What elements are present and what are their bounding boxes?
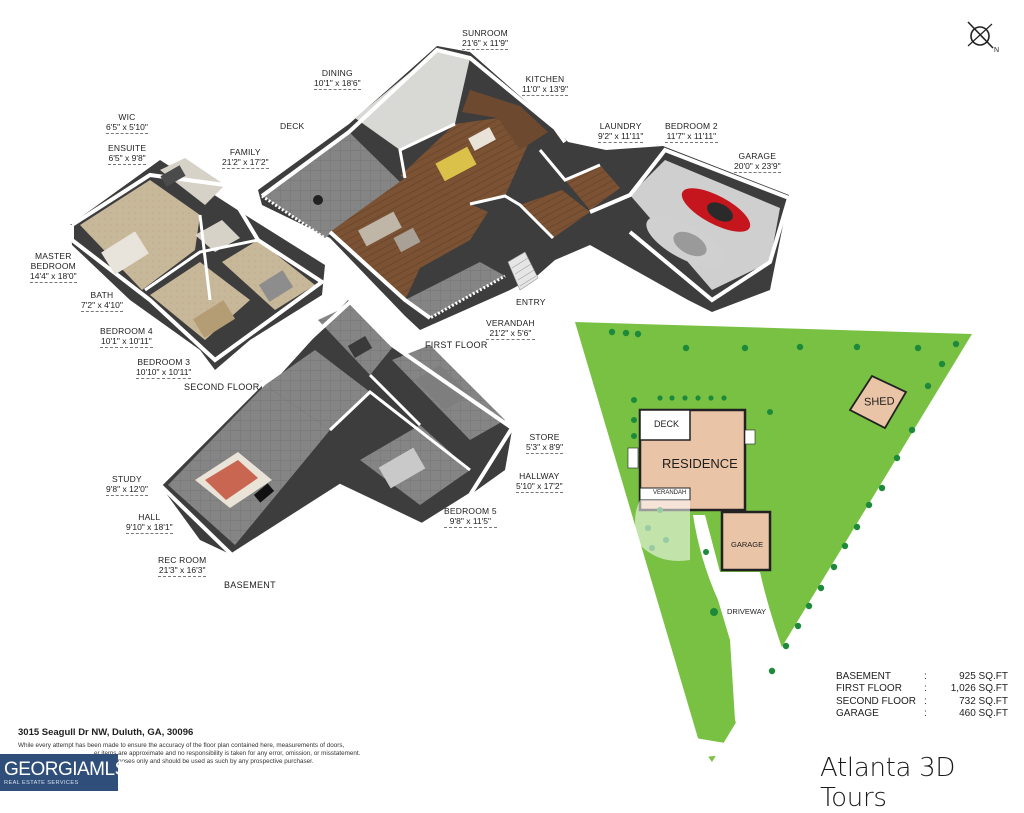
sqft-row: BASEMENT : 925 SQ.FT [836,671,1008,682]
garage-floor [630,160,780,290]
laundry-floor [565,165,620,210]
disclaimer-line: While every attempt has been made to ens… [18,742,345,749]
deck-floor [262,132,400,238]
entry-stairs [507,251,539,291]
silver-car [646,216,726,268]
deck-table [313,195,323,205]
master-bedroom-floor [80,180,200,290]
red-car [681,188,751,232]
bedroom3-bed [258,270,294,302]
tv-unit [253,483,275,503]
sqft-row: SECOND FLOOR : 732 SQ.FT [836,695,1008,707]
compass-icon [967,21,994,49]
first-floor-plan [258,46,792,330]
second-floor-plan [70,158,326,370]
site-label-driveway: DRIVEWAY [727,607,767,616]
site-label-shed: SHED [863,395,895,409]
sectional-sofa [195,452,272,508]
site-garage [720,510,772,572]
brand-name: Atlanta 3D Tours [820,753,956,813]
square-footage-table: BASEMENT : 925 SQ.FT FIRST FLOOR : 1,026… [836,671,1008,721]
kitchen-island [468,127,496,151]
master-bed [101,231,149,275]
basement-plan [158,299,515,558]
bedroom3-floor [222,240,315,310]
wic-closet [160,165,186,187]
bath-floor [195,220,240,252]
compass-north-label: N [994,47,1000,54]
armchair [393,227,421,253]
georgia-mls-logo: GEORGIAMLS REAL ESTATE SERVICES [0,754,127,791]
sqft-row: GARAGE : 460 SQ.FT [836,708,1008,720]
label-basement: BASEMENT [224,580,276,590]
kitchen-floor [462,90,548,150]
property-address: 3015 Seagull Dr NW, Duluth, GA, 30096 [18,727,194,738]
site-label-garage: GARAGE [731,540,764,549]
label-entry: ENTRY [516,297,546,307]
bedroom5-bed [378,447,426,489]
label-deck: DECK [280,121,305,131]
disclaimer-line: poses only and should be used as such by… [118,758,314,766]
sqft-row: FIRST FLOOR : 1,026 SQ.FT [836,683,1008,695]
store-floor [415,365,470,410]
logo-subtext: REAL ESTATE SERVICES [4,780,79,786]
site-plan [575,322,972,762]
sunroom-floor [355,50,470,150]
label-first-floor: FIRST FLOOR [425,340,488,350]
logo-text: GEORGIAMLS [4,759,127,780]
site-label-residence: RESIDENCE [662,456,738,471]
disclaimer: While every attempt has been made to ens… [18,742,478,767]
hall-floor [265,350,370,430]
sofa [358,211,402,247]
label-second-floor: SECOND FLOOR [184,382,260,392]
bedroom2-floor [520,190,590,238]
study-floor [318,305,392,375]
study-desk [347,335,373,359]
bedroom4-bed [192,300,236,338]
floor-plan-drawing [70,21,994,762]
driveway [693,515,820,750]
site-shed [848,374,908,430]
site-label-deck: DECK [654,419,680,429]
dining-table [435,146,477,182]
verandah-floor [405,262,505,318]
disclaimer-line: er items are approximate and no responsi… [94,750,361,758]
site-label-verandah: VERANDAH [653,490,687,496]
